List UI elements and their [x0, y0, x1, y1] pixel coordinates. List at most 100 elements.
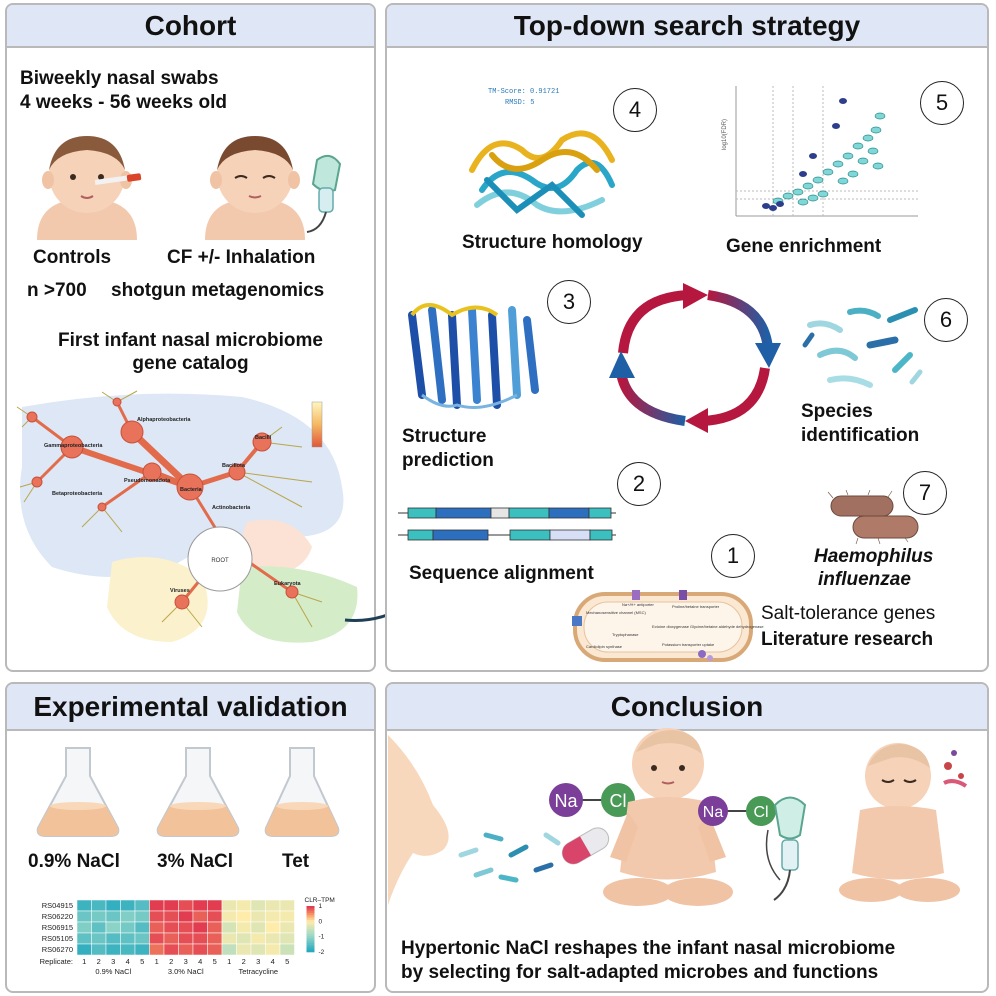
structure-homology-illustration [469, 130, 615, 218]
heatmap-cell [76, 899, 92, 912]
baby-sitting-left [603, 728, 733, 906]
salt-tolerance-cell-illustration: Mechanosensitive channel (MSC) Na+/H+ an… [572, 590, 764, 662]
tree-node-label: Bacilli [255, 435, 272, 441]
heatmap-cell [91, 943, 107, 956]
step-1-label-line1: Salt-tolerance genes [761, 603, 936, 624]
heatmap-cell [279, 943, 295, 956]
heatmap-cell [192, 910, 208, 923]
legend-swatch [306, 912, 315, 916]
heatmap-cell [221, 910, 237, 923]
swab-line1: Biweekly nasal swabs [20, 68, 219, 89]
heatmap-cell [163, 932, 179, 945]
heatmap-cell [178, 943, 194, 956]
control-baby-illustration [37, 136, 142, 240]
replicate-tick: 1 [227, 957, 231, 966]
tree-root-label: ROOT [211, 558, 229, 564]
heatmap-group-label: 0.9% NaCl [95, 967, 131, 976]
heatmap-cell [120, 943, 136, 956]
tree-node-label: Betaproteobacteria [52, 491, 103, 497]
heatmap-cell [91, 910, 107, 923]
cf-label: CF +/- Inhalation [167, 247, 316, 268]
legend-swatch [306, 915, 315, 918]
na-label: Na [703, 804, 724, 821]
heatmap-cell [221, 921, 237, 934]
heatmap-cell [120, 921, 136, 934]
replicate-tick: 3 [111, 957, 115, 966]
heatmap-cell [279, 932, 295, 945]
step-3-badge: 3 [547, 280, 591, 324]
heatmap-cell [192, 921, 208, 934]
heatmap-cell [178, 921, 194, 934]
heatmap-cell [105, 899, 121, 912]
step-7-label-line2: influenzae [818, 569, 911, 590]
tm-score: TM-Score: 0.91721 [488, 88, 560, 96]
na-ion-right: Na Cl [698, 796, 776, 826]
nebulizer-illustration [765, 796, 807, 901]
heatmap-cell [236, 899, 252, 912]
species-illustration [802, 307, 923, 388]
heatmap-cell [221, 943, 237, 956]
tree-node-label: Bacteria [180, 487, 203, 493]
legend-swatch [306, 942, 315, 946]
legend-title: CLR–TPM [305, 897, 335, 904]
structure-prediction-illustration [408, 303, 539, 409]
replicate-tick: 4 [198, 957, 202, 966]
heatmap-group-label: Tetracycline [238, 967, 278, 976]
validation-panel: Experimental validation 0.9% NaCl 3% NaC… [5, 682, 376, 993]
heatmap-cell [134, 921, 150, 934]
legend-swatch [306, 926, 315, 930]
cl-label: Cl [753, 804, 768, 821]
nose-illustration [388, 735, 449, 905]
heatmap-cell [192, 943, 208, 956]
flask-0p9-nacl [36, 747, 120, 837]
flask-tet [264, 747, 340, 837]
heatmap-cell [76, 932, 92, 945]
heatmap-cell [221, 899, 237, 912]
heatmap-cell [178, 899, 194, 912]
step-5-badge: 5 [920, 81, 964, 125]
flask-label-tet: Tet [282, 851, 310, 872]
cell-label: Cardiolipin synthase [586, 644, 623, 649]
tree-node-label: Pseudomonadota [124, 478, 171, 484]
heatmap-cell [91, 932, 107, 945]
replicate-tick: 4 [271, 957, 275, 966]
heatmap-cell [91, 921, 107, 934]
controls-label: Controls [33, 247, 112, 268]
legend-swatch [306, 933, 315, 937]
legend-swatch [306, 945, 315, 948]
heatmap-cell [250, 921, 266, 934]
heatmap-cell [279, 921, 295, 934]
cohort-title: Cohort [7, 5, 374, 48]
heatmap-cell [134, 899, 150, 912]
step-6-label-line1: Species [801, 401, 873, 422]
heatmap-cell [149, 899, 165, 912]
microbes-illustration [458, 832, 561, 883]
legend-swatch [306, 935, 315, 939]
heatmap-cell [76, 921, 92, 934]
cell-label: Mechanosensitive channel (MSC) [586, 610, 646, 615]
heatmap-group-label: 3.0% NaCl [168, 967, 204, 976]
legend-tick: 1 [319, 903, 323, 910]
heatmap-cell [134, 932, 150, 945]
heatmap-cell [236, 910, 252, 923]
step-7-badge: 7 [903, 471, 947, 515]
heatmap-cell [207, 943, 223, 956]
replicate-tick: 2 [242, 957, 246, 966]
baby-sleeping-right [839, 743, 968, 902]
replicate-tick: 1 [82, 957, 86, 966]
svg-text:log10(FDR): log10(FDR) [722, 119, 728, 150]
heatmap-cell [192, 899, 208, 912]
legend-swatch [306, 947, 315, 950]
cell-label: Ectoine dioxygenase [652, 624, 690, 629]
legend-swatch [306, 919, 315, 923]
heatmap-cell [265, 943, 281, 956]
step-3-label-line2: prediction [402, 450, 494, 471]
legend-swatch [306, 949, 315, 953]
haemophilus-illustration [827, 489, 919, 545]
heatmap-cell [134, 943, 150, 956]
cf-baby-illustration [205, 136, 342, 240]
heatmap-cell [163, 943, 179, 956]
legend-tick: -1 [319, 934, 325, 941]
heatmap-cell [236, 932, 252, 945]
heatmap-cell [163, 899, 179, 912]
